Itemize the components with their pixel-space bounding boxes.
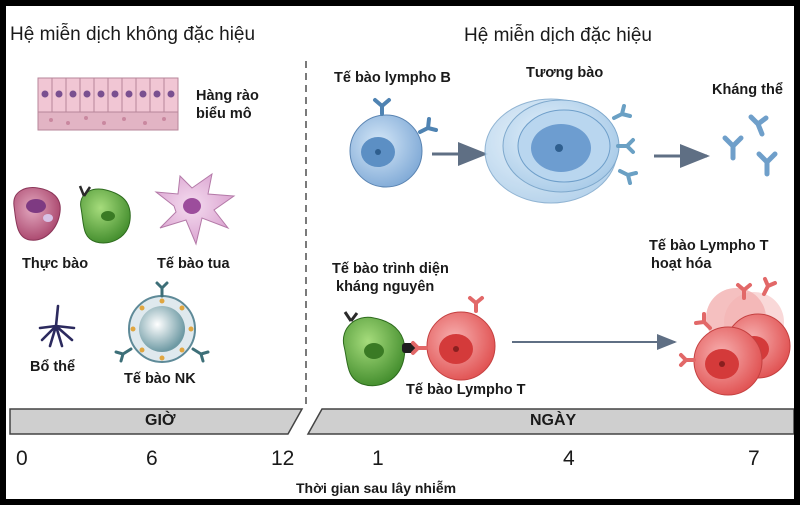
adaptive-title: Hệ miễn dịch đặc hiệu [464,25,652,46]
plasma-cell-graphic [484,98,638,204]
tick-4: 4 [563,447,575,470]
complement-label: Bổ thể [30,359,76,375]
phagocyte-label: Thực bào [22,256,89,272]
diagram-graphics [9,61,794,435]
t-cell-label: Tế bào Lympho T [406,382,526,398]
diagram-canvas: Hệ miễn dịch không đặc hiệu Hệ miễn dịch… [6,6,794,499]
tick-12: 12 [271,447,295,470]
complement-graphic [38,304,76,348]
macrophage-graphic [13,187,61,241]
axis-label: Thời gian sau lây nhiễm [296,480,457,496]
epithelium-label-line2: biểu mô [196,106,252,122]
tick-1: 1 [372,447,384,470]
dendritic-label: Tế bào tua [157,256,230,272]
epithelium-graphic [37,77,179,131]
tick-6: 6 [146,447,158,470]
days-band-label: NGÀY [530,412,577,429]
activated-t-label-line1: Tế bào Lympho T [649,238,769,254]
days-band [306,408,794,435]
antibody-label: Kháng thể [712,82,783,98]
apc-label-line2: kháng nguyên [336,279,435,295]
b-cell-graphic [349,98,438,188]
activated-t-label-line2: hoạt hóa [651,256,712,272]
hours-band-label: GIỜ [145,412,176,429]
tick-7: 7 [748,447,760,470]
dendritic-cell-graphic [154,172,236,246]
neutrophil-graphic [78,185,131,244]
epithelium-label-line1: Hàng rào [196,88,259,104]
t-cell-graphic [411,296,496,381]
innate-title: Hệ miễn dịch không đặc hiệu [10,24,256,45]
tick-0: 0 [16,447,28,470]
hours-band [9,408,304,435]
nk-cell-graphic [114,281,210,363]
apc-graphic [342,311,416,387]
activated-t-cells-graphic [679,277,791,396]
b-cell-label: Tế bào lympho B [334,70,451,86]
plasma-label: Tương bào [526,65,604,81]
antibody-graphic [722,114,778,177]
apc-label-line1: Tế bào trình diện [332,261,449,277]
nk-label: Tế bào NK [124,371,196,387]
